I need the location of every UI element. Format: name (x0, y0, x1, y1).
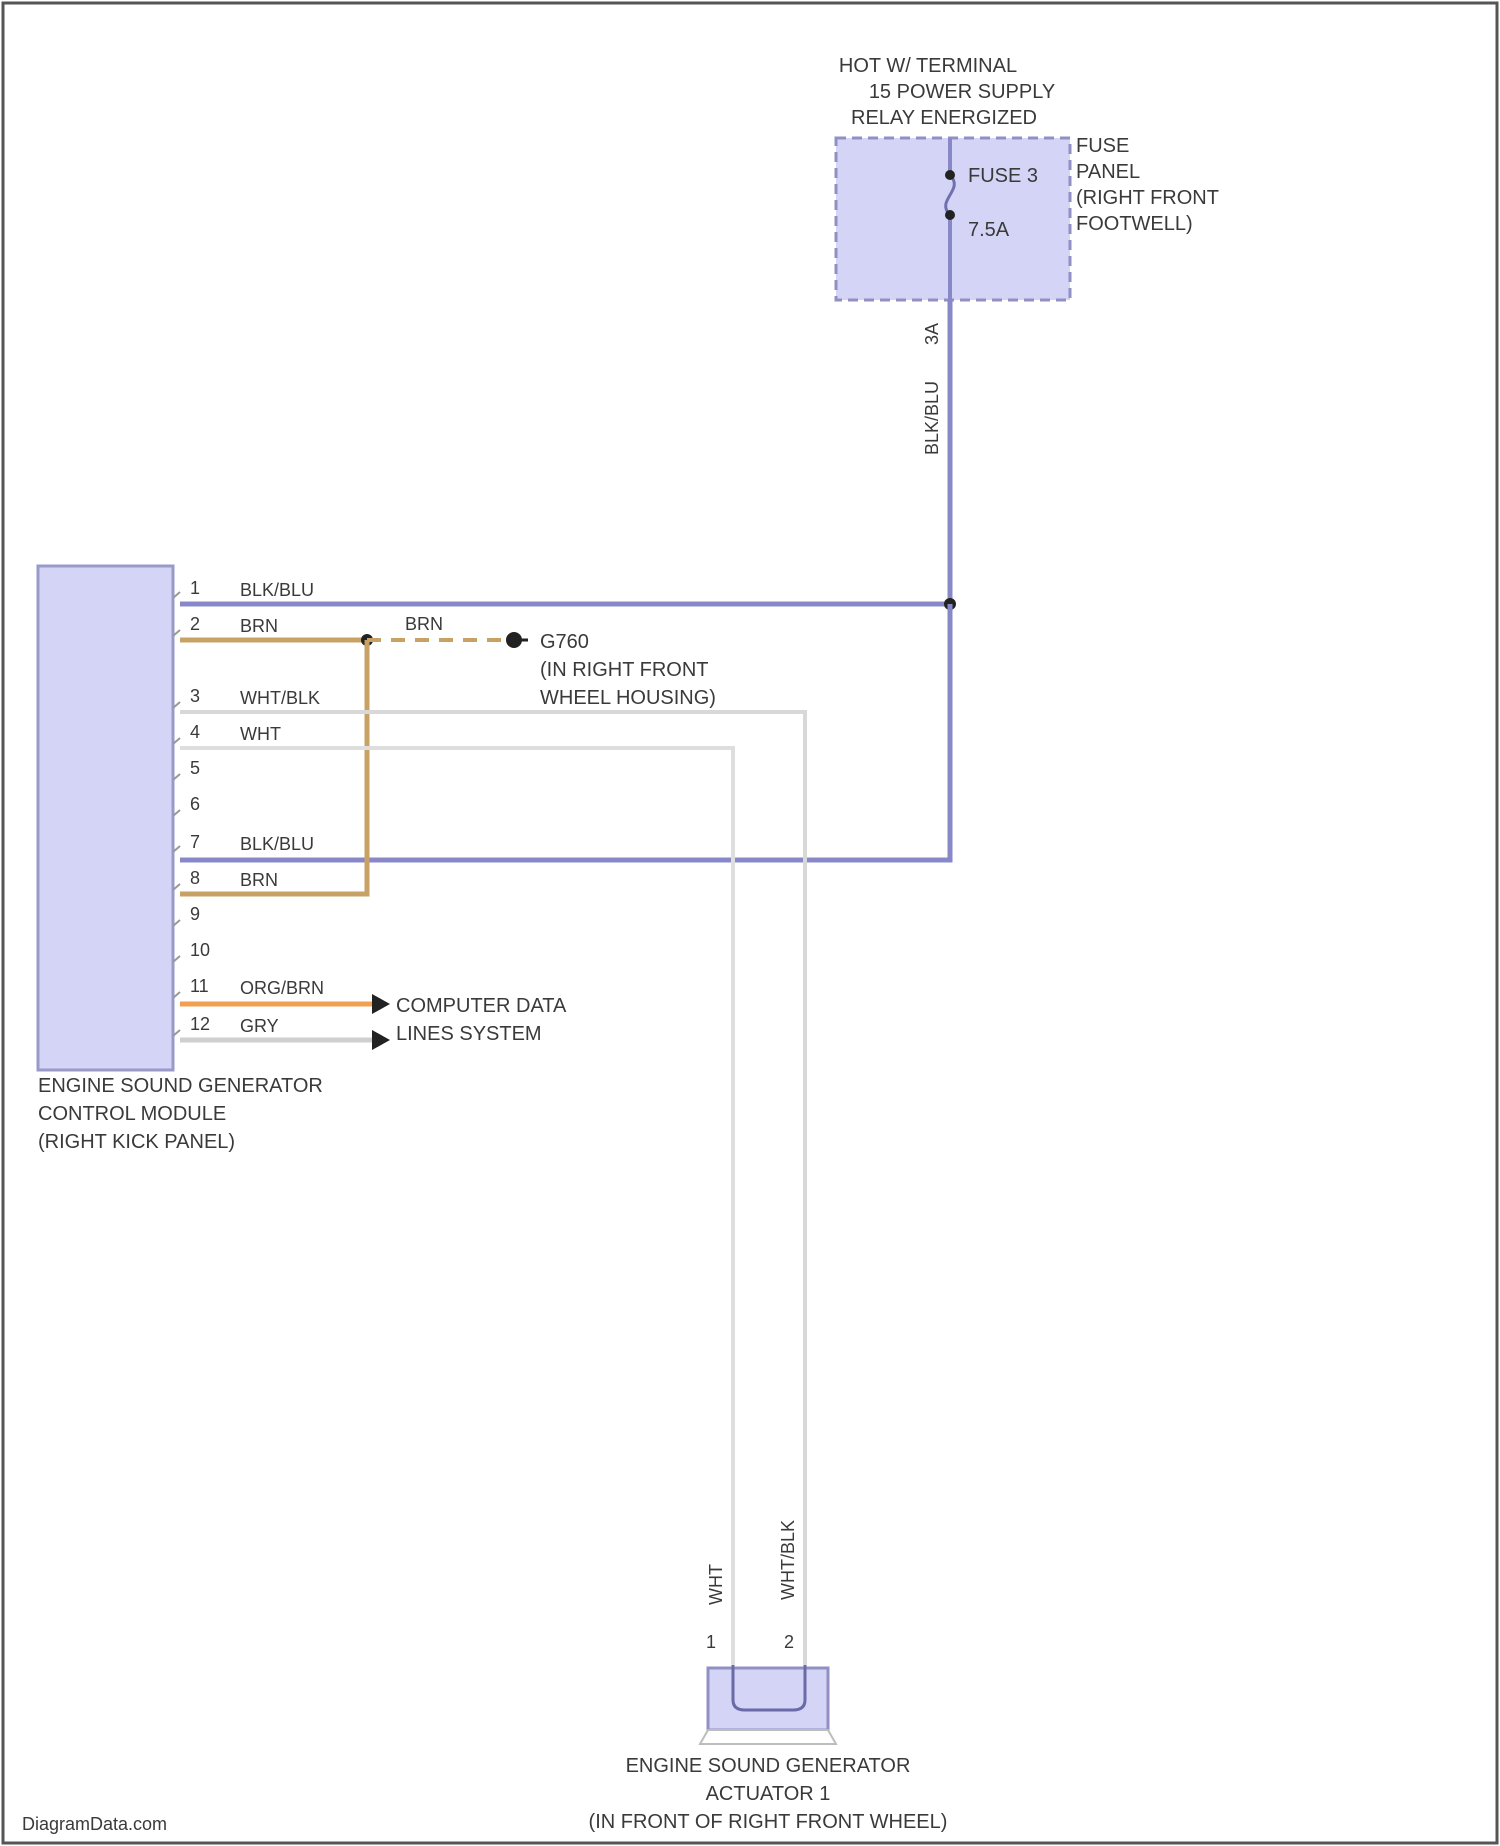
pin4-wire-label: WHT (240, 724, 281, 744)
pin-number: 3 (190, 686, 200, 706)
pin12-wire-label: GRY (240, 1016, 279, 1036)
fuse-node-bottom (945, 210, 955, 220)
hot-label-line-3: RELAY ENERGIZED (851, 107, 1037, 129)
fuse-rating: 7.5A (968, 219, 1010, 241)
pin3-wire-label: WHT/BLK (240, 688, 320, 708)
pin2-wire-label: BRN (240, 616, 278, 636)
watermark: DiagramData.com (22, 1814, 167, 1834)
pin-number: 10 (190, 940, 210, 960)
pin8-wire-label: BRN (240, 870, 278, 890)
actuator-label-1: ENGINE SOUND GENERATOR (626, 1755, 911, 1777)
fuse-panel-label-3: (RIGHT FRONT (1076, 187, 1219, 209)
pin-number: 2 (190, 614, 200, 634)
fuse-terminal-label: 3A (922, 323, 942, 345)
pin-number: 9 (190, 904, 200, 924)
hot-label-line-1: HOT W/ TERMINAL (839, 55, 1017, 77)
module-label-1: ENGINE SOUND GENERATOR (38, 1075, 323, 1097)
actuator-pin2-number: 2 (784, 1632, 794, 1652)
actuator-wire2-label: WHT/BLK (778, 1520, 798, 1600)
module-label-3: (RIGHT KICK PANEL) (38, 1131, 235, 1153)
control-module-box (38, 566, 173, 1070)
data-lines-label-2: LINES SYSTEM (396, 1023, 542, 1045)
pin-number: 12 (190, 1014, 210, 1034)
pin-number: 4 (190, 722, 200, 742)
pin11-wire-label: ORG/BRN (240, 978, 324, 998)
pin-number: 5 (190, 758, 200, 778)
data-lines-label-1: COMPUTER DATA (396, 995, 567, 1017)
fuse-name: FUSE 3 (968, 165, 1038, 187)
ground-location-1: (IN RIGHT FRONT (540, 659, 709, 681)
pin-number: 8 (190, 868, 200, 888)
ground-name: G760 (540, 631, 589, 653)
actuator-wire1-label: WHT (706, 1564, 726, 1605)
module-label-2: CONTROL MODULE (38, 1103, 226, 1125)
ground-wire-label: BRN (405, 614, 443, 634)
actuator-base (700, 1730, 836, 1744)
ground-location-2: WHEEL HOUSING) (540, 687, 716, 709)
fuse-panel-label-4: FOOTWELL) (1076, 213, 1193, 235)
hot-label-line-2: 15 POWER SUPPLY (869, 81, 1055, 103)
actuator-label-3: (IN FRONT OF RIGHT FRONT WHEEL) (589, 1811, 948, 1833)
actuator-label-2: ACTUATOR 1 (706, 1783, 831, 1805)
pin-number: 6 (190, 794, 200, 814)
pin-number: 1 (190, 578, 200, 598)
diagram-frame (3, 3, 1497, 1843)
actuator-pin1-number: 1 (706, 1632, 716, 1652)
fuse-panel-label-1: FUSE (1076, 135, 1129, 157)
actuator-box (708, 1668, 828, 1730)
pin-number: 11 (190, 976, 209, 996)
fuse-feed-wire-label: BLK/BLU (922, 381, 942, 455)
fuse-panel-label-2: PANEL (1076, 161, 1140, 183)
pin7-wire-label: BLK/BLU (240, 834, 314, 854)
pin-number: 7 (190, 832, 200, 852)
fuse-node-top (945, 170, 955, 180)
pin1-wire-label: BLK/BLU (240, 580, 314, 600)
